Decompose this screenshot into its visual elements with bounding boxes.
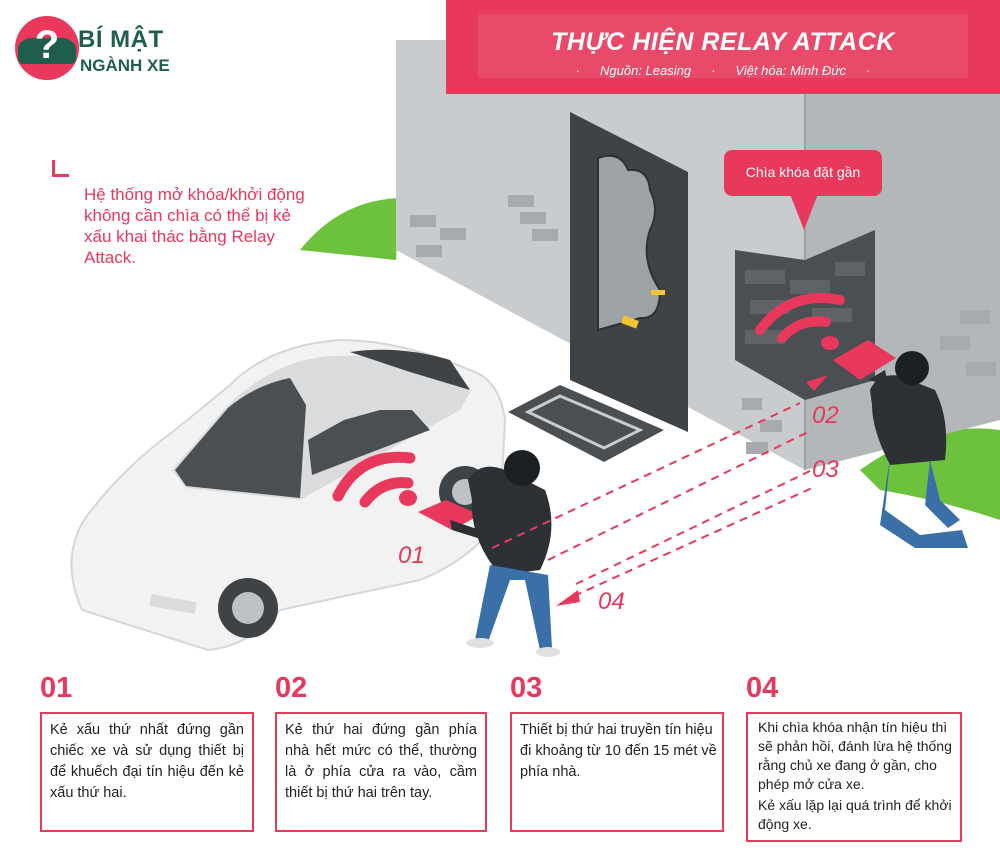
signal-path-3 <box>575 469 813 585</box>
step-number: 04 <box>746 672 779 704</box>
step-box <box>746 712 962 842</box>
car-windshield <box>175 378 306 498</box>
step-text-2: Kẻ xấu lặp lại quá trình để khởi động xe… <box>758 797 952 832</box>
grass-left <box>300 198 400 260</box>
car-side-window <box>308 410 430 475</box>
car-wifi-signal <box>332 451 416 508</box>
scene-label-02: 02 <box>812 402 839 429</box>
signal-path-2 <box>547 429 813 561</box>
step-text: Khi chìa khóa nhận tín hiệu thì sẽ phản … <box>758 719 952 792</box>
title-banner-inner <box>478 14 968 78</box>
signal-path-4 <box>573 487 813 597</box>
door-window <box>597 154 662 332</box>
scene-label-01: 01 <box>398 542 425 569</box>
bullet-icon: · <box>711 63 716 78</box>
key-bubble <box>724 150 882 196</box>
banner-credits: · Nguồn: Leasing · Việt hóa: Minh Đức · <box>446 63 1000 78</box>
bullet-icon: · <box>575 63 580 78</box>
key-wifi-signal <box>755 293 845 343</box>
step-text: Thiết bị thứ hai truyền tín hiệu đi khoả… <box>520 722 717 780</box>
scene-label-03: 03 <box>812 456 839 483</box>
arrow-02 <box>806 375 828 391</box>
arrow-04 <box>556 590 580 606</box>
relay-device-1 <box>418 500 480 530</box>
svg-text:?: ? <box>35 23 59 67</box>
logo-line1: BÍ MẬT <box>78 26 164 53</box>
step-box <box>510 712 724 832</box>
step-box <box>40 712 254 832</box>
step-text: Kẻ thứ hai đứng gần phía nhà hết mức có … <box>285 722 477 801</box>
logo-line2: NGÀNH XE <box>80 56 170 75</box>
bubble-tail <box>790 194 818 230</box>
corner-mark <box>52 160 69 177</box>
page-title: THỰC HIỆN RELAY ATTACK <box>551 28 895 56</box>
thief-2 <box>868 351 968 548</box>
signal-path-1 <box>491 402 801 549</box>
intro-text: Hệ thống mở khóa/khởi động không cần chì… <box>84 185 305 267</box>
step-text: Kẻ xấu thứ nhất đứng gần chiếc xe và sử … <box>50 722 244 801</box>
step-box <box>275 712 487 832</box>
doormat <box>508 385 664 462</box>
step-number: 03 <box>510 672 543 704</box>
bullet-icon: · <box>866 63 871 78</box>
relay-device-2 <box>833 340 896 380</box>
source-credit: Nguồn: Leasing <box>599 63 692 78</box>
logo-icon: ? <box>15 16 79 80</box>
step-number: 02 <box>275 672 308 704</box>
step-number: 01 <box>40 672 73 704</box>
scene-label-04: 04 <box>598 588 625 615</box>
thief-1 <box>450 450 560 657</box>
key-bubble-label: Chìa khóa đặt gần <box>745 164 861 180</box>
translator-credit: Việt hóa: Minh Đức <box>735 63 847 78</box>
